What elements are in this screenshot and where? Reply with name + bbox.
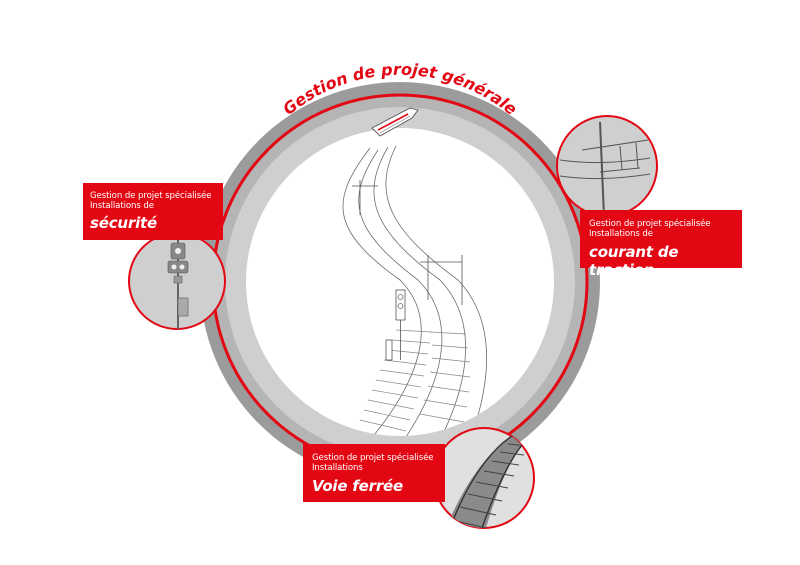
railway-illustration [342, 145, 487, 436]
signal-circle [128, 232, 226, 330]
catenary-circle [556, 115, 658, 217]
catenary-mast-icon [559, 121, 651, 216]
voie-box: Gestion de projet spécialisée Installati… [303, 444, 445, 502]
traction-line2: Installations de [589, 229, 653, 239]
center-area [246, 128, 554, 436]
traction-title: courant de traction [589, 243, 679, 279]
train-icon [371, 107, 419, 137]
track-sleepers [359, 329, 471, 432]
securite-box: Gestion de projet spécialisée Installati… [83, 183, 223, 240]
securite-title: sécurité [90, 214, 157, 232]
traction-line1: Gestion de projet spécialisée [589, 219, 711, 229]
signal-icon [167, 240, 189, 329]
traction-box: Gestion de projet spécialisée Installati… [580, 210, 742, 279]
voie-line2: Installations [312, 463, 363, 473]
securite-line1: Gestion de projet spécialisée [90, 191, 212, 201]
voie-title: Voie ferrée [312, 477, 404, 495]
voie-line1: Gestion de projet spécialisée [312, 453, 434, 463]
securite-line2: Installations de [90, 201, 154, 211]
track-circle [433, 427, 535, 529]
